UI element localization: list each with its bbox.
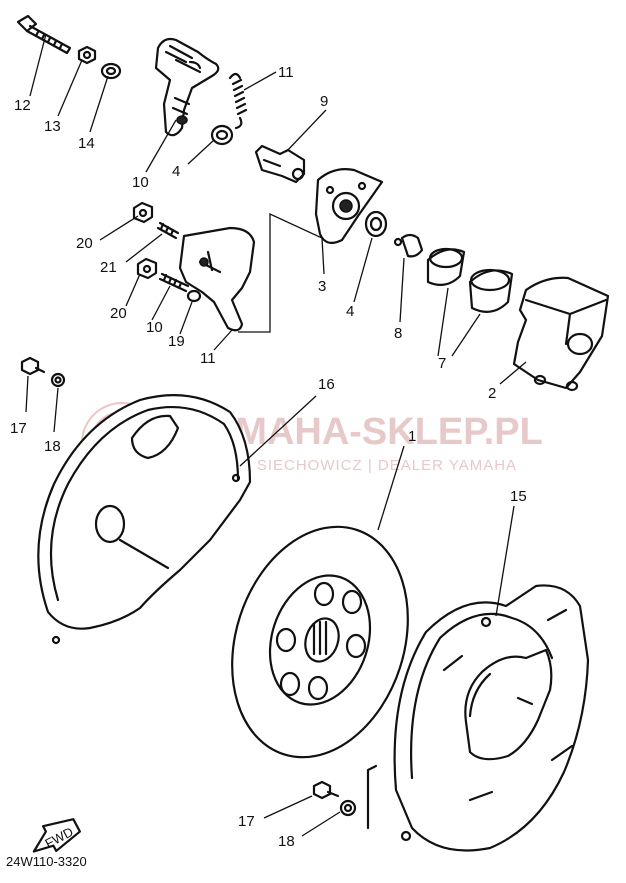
part-18-washer-upper (50, 372, 66, 388)
callout-8: 10 (146, 319, 163, 336)
callout-15: 15 (510, 488, 527, 505)
callout-20-upper: 20 (76, 235, 93, 252)
part-9-bracket (178, 226, 256, 332)
callout-6: 8 (394, 325, 402, 342)
part-20-nut-lower (136, 257, 158, 280)
part-2-caliper (512, 276, 610, 392)
part-20-nut-upper (132, 201, 154, 224)
part-17-bolt-lower (312, 780, 340, 800)
callout-4-lower: 4 (346, 303, 354, 320)
callout-21: 21 (100, 259, 117, 276)
callout-18-upper: 18 (44, 438, 61, 455)
callout-13: 13 (44, 118, 61, 135)
callout-16: 16 (318, 376, 335, 393)
part-5-piston-1 (426, 247, 466, 287)
callout-1: 1 (408, 428, 416, 445)
fwd-arrow: FWD (32, 818, 81, 853)
part-4-seal-ring (364, 210, 388, 238)
callout-18-lower: 18 (278, 833, 295, 850)
part-14-washer (100, 62, 122, 80)
part-8-screw (158, 272, 190, 293)
part-17-bolt-upper (20, 356, 46, 376)
part-11-spring (228, 72, 248, 130)
callout-17-upper: 17 (10, 420, 27, 437)
part-19-washer (186, 289, 202, 303)
callout-19: 19 (168, 333, 185, 350)
callout-14: 14 (78, 135, 95, 152)
watermark-subtitle: BRUS SIECHOWICZ | DEALER YAMAHA (206, 457, 517, 474)
part-3-housing-plate (314, 168, 384, 245)
part-1-brake-disc (231, 525, 409, 759)
callout-9: 11 (200, 350, 216, 367)
part-16-inner-cover (37, 394, 252, 645)
part-5-piston-2 (468, 268, 514, 313)
part-13-nut (77, 45, 97, 65)
part-6-pin (393, 233, 424, 258)
callout-10: 10 (132, 174, 149, 191)
part-7-cam-shaft (254, 144, 306, 184)
callout-3: 3 (318, 278, 326, 295)
part-15-outer-cover (366, 584, 590, 852)
leader-lines (25, 33, 527, 837)
callout-20-lower: 20 (110, 305, 127, 322)
diagram-code: 24W110-3320 (6, 854, 87, 869)
callout-12: 12 (14, 97, 31, 114)
part-4-bushing-upper (210, 124, 234, 146)
callout-7: 9 (320, 93, 328, 110)
callout-labels: 12 13 14 10 11 9 4 20 21 20 10 19 11 3 4… (10, 64, 527, 850)
part-10-brake-lever (154, 37, 220, 137)
callout-4-upper: 4 (172, 163, 180, 180)
callout-17-lower: 17 (238, 813, 255, 830)
callout-5: 7 (438, 355, 446, 372)
part-12-bolt (16, 14, 72, 55)
callout-11: 11 (278, 64, 294, 81)
part-18-washer-lower (339, 799, 357, 817)
part-21-screw (156, 221, 180, 240)
callout-2: 2 (488, 385, 496, 402)
